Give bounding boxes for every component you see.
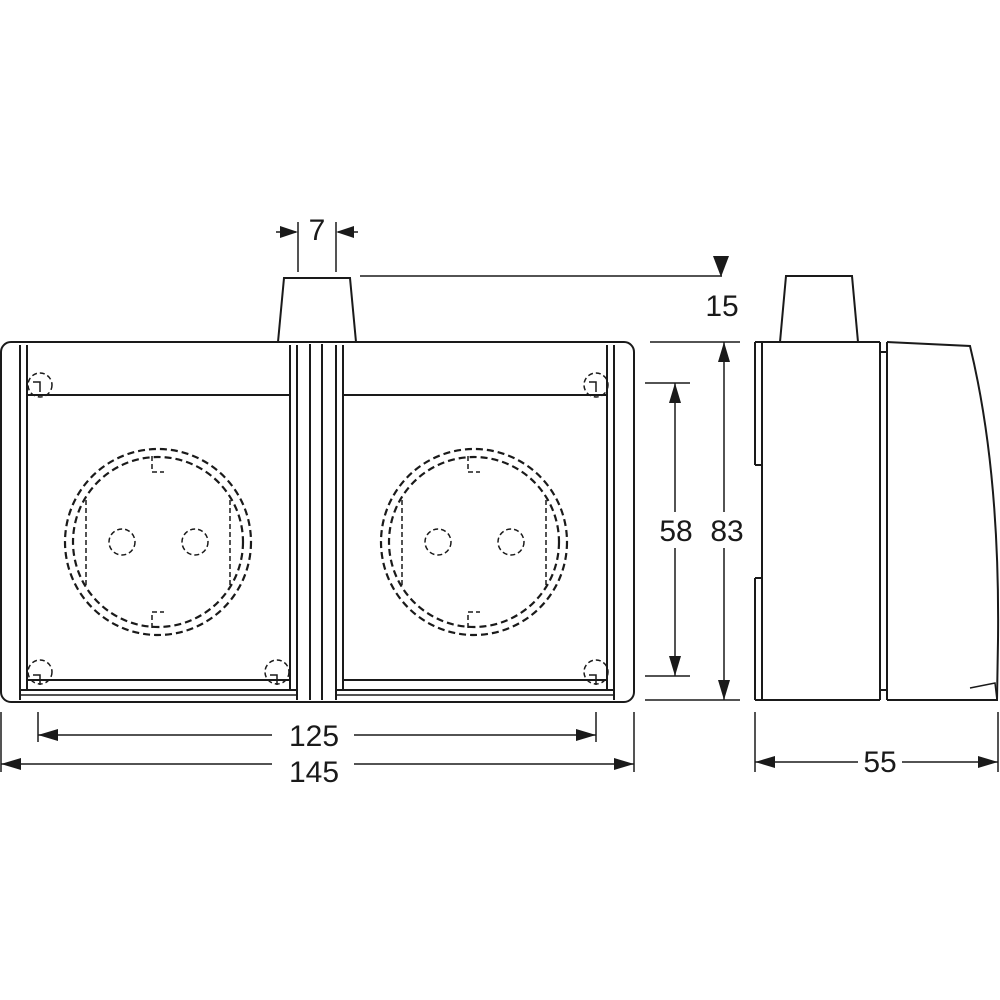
dim-label-height-total: 83 — [710, 515, 743, 548]
socket-left — [63, 447, 253, 637]
housing-outline — [0, 341, 635, 703]
screw-bottom-left — [27, 659, 53, 685]
screw-bottom-right-2 — [583, 659, 609, 685]
socket-right — [379, 447, 569, 637]
dim-label-height-inner: 58 — [659, 515, 692, 548]
screw-top-left — [27, 372, 53, 398]
dim-depth: 55 — [754, 712, 999, 779]
dim-cable-entry-height: 15 — [360, 256, 739, 323]
dim-height-total: 83 — [645, 341, 744, 701]
dim-width-total: 145 — [0, 712, 635, 789]
dim-label-cable-entry-height: 15 — [705, 290, 738, 323]
side-cover — [886, 341, 1000, 701]
left-module — [19, 345, 298, 700]
dim-label-cable-entry-width: 7 — [309, 214, 326, 247]
front-cable-entry — [276, 277, 358, 343]
dimensions: 7 15 83 58 — [0, 214, 999, 789]
front-view — [0, 277, 635, 703]
side-body — [754, 341, 888, 701]
screw-top-right — [583, 372, 609, 398]
center-divider — [309, 344, 323, 700]
right-module — [335, 345, 615, 700]
dim-label-width-inner: 125 — [289, 720, 339, 753]
side-view — [754, 275, 1000, 701]
side-cable-entry — [778, 275, 860, 343]
dim-width-inner: 125 — [37, 712, 597, 753]
dim-cable-entry-width: 7 — [276, 214, 358, 272]
dim-label-depth: 55 — [863, 746, 896, 779]
screw-bottom-right — [264, 659, 290, 685]
dim-height-inner: 58 — [645, 382, 693, 677]
dim-label-width-total: 145 — [289, 756, 339, 789]
